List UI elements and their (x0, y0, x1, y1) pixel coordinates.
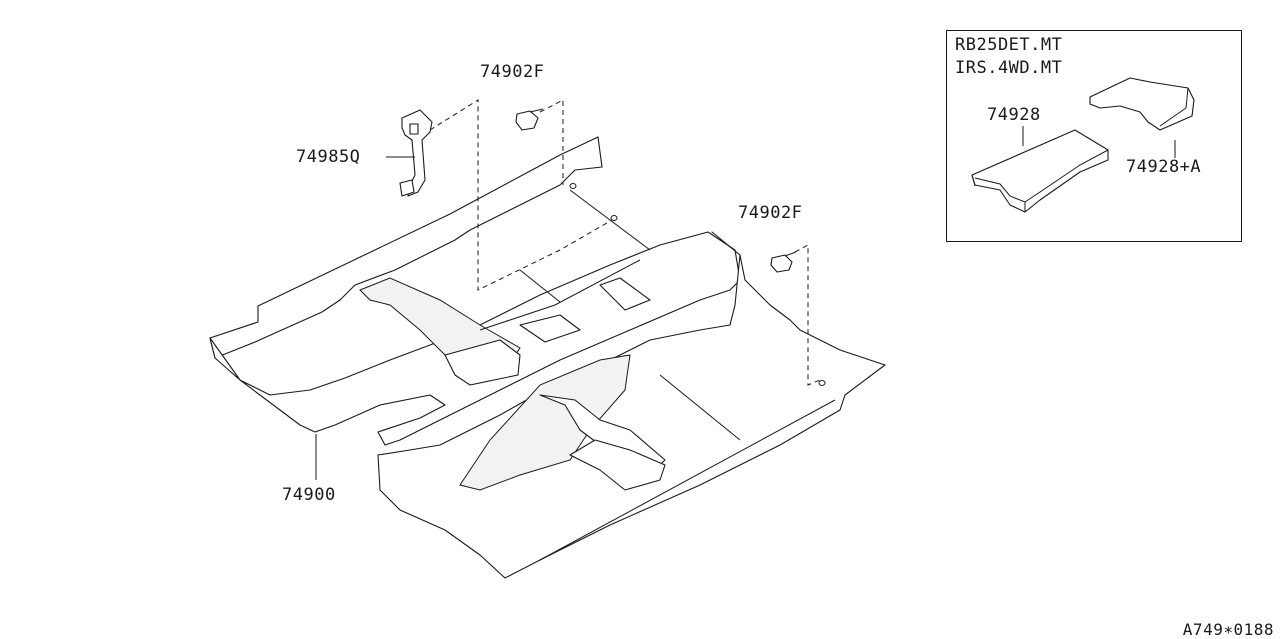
floor-carpet[interactable] (209, 136, 886, 579)
inset-variant-line1: RB25DET.MT (955, 35, 1063, 55)
inset-variant-line2: IRS.4WD.MT (955, 58, 1063, 78)
insulator-a-part[interactable] (1089, 77, 1195, 131)
clip-right-part[interactable] (770, 251, 797, 273)
variant-inset-box (946, 30, 1242, 242)
diagram-code: A749∗0188 (1182, 620, 1274, 639)
assembly-line-clip-upper (539, 99, 564, 185)
callout-carpet[interactable]: 74900 (282, 485, 336, 505)
assembly-line-bracket (429, 99, 613, 291)
callout-clip-right[interactable]: 74902F (738, 203, 803, 223)
insulator-part[interactable] (971, 129, 1109, 213)
bracket-part[interactable] (399, 109, 433, 197)
clip-upper-part[interactable] (515, 108, 544, 131)
callout-insulator[interactable]: 74928 (987, 105, 1041, 125)
callout-bracket[interactable]: 74985Q (296, 147, 361, 167)
assembly-line-clip-right (794, 244, 821, 386)
callout-clip-upper[interactable]: 74902F (480, 62, 545, 82)
callout-insulator-a[interactable]: 74928+A (1126, 157, 1202, 177)
